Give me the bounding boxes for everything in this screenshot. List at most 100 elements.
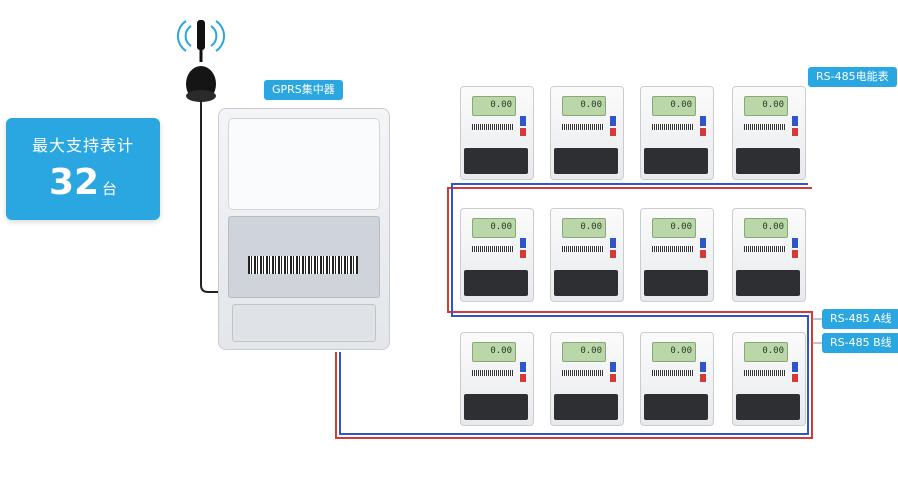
meter-terminal-block xyxy=(464,148,528,174)
meter-barcode xyxy=(562,246,604,252)
energy-meter: 0.00 xyxy=(732,86,806,180)
meter-barcode xyxy=(744,370,786,376)
meter-reading: 0.00 xyxy=(762,346,784,356)
meter-lcd xyxy=(472,96,516,116)
meter-barcode xyxy=(744,246,786,252)
meter-blue-tag xyxy=(792,238,798,248)
meter-lcd xyxy=(744,218,788,238)
meter-blue-tag xyxy=(700,238,706,248)
meter-terminal-block xyxy=(464,270,528,296)
meter-blue-tag xyxy=(792,362,798,372)
meter-red-tag xyxy=(700,250,706,258)
energy-meter: 0.00 xyxy=(460,208,534,302)
meter-red-tag xyxy=(792,250,798,258)
meter-barcode xyxy=(472,246,514,252)
meter-terminal-block xyxy=(464,394,528,420)
concentrator-terminal-block xyxy=(232,304,376,342)
meter-red-tag xyxy=(610,250,616,258)
meter-barcode xyxy=(562,370,604,376)
meter-reading: 0.00 xyxy=(762,222,784,232)
meter-reading: 0.00 xyxy=(670,346,692,356)
meter-reading: 0.00 xyxy=(490,222,512,232)
meter-reading: 0.00 xyxy=(490,100,512,110)
meter-terminal-block xyxy=(644,270,708,296)
meter-terminal-block xyxy=(736,270,800,296)
meter-blue-tag xyxy=(792,116,798,126)
energy-meter: 0.00 xyxy=(640,86,714,180)
concentrator-indicator-panel xyxy=(228,118,380,210)
meter-blue-tag xyxy=(700,116,706,126)
meter-lcd xyxy=(652,218,696,238)
gprs-concentrator-device xyxy=(218,108,390,350)
meter-barcode xyxy=(744,124,786,130)
meter-lcd xyxy=(472,342,516,362)
meter-lcd xyxy=(652,96,696,116)
meter-lcd xyxy=(562,342,606,362)
gprs-concentrator-label: GPRS集中器 xyxy=(264,80,343,100)
meter-reading: 0.00 xyxy=(490,346,512,356)
rs485-a-wire-label: RS-485 A线 xyxy=(822,309,898,329)
meter-lcd xyxy=(472,218,516,238)
meter-reading: 0.00 xyxy=(670,100,692,110)
meter-terminal-block xyxy=(644,394,708,420)
meter-terminal-block xyxy=(736,394,800,420)
concentrator-barcode xyxy=(248,256,358,274)
meter-barcode xyxy=(472,124,514,130)
energy-meter: 0.00 xyxy=(550,332,624,426)
meter-reading: 0.00 xyxy=(580,100,602,110)
wire-a-path xyxy=(335,187,813,439)
meter-barcode xyxy=(652,246,694,252)
meter-lcd xyxy=(744,342,788,362)
meter-red-tag xyxy=(700,374,706,382)
energy-meter: 0.00 xyxy=(732,332,806,426)
energy-meter: 0.00 xyxy=(640,332,714,426)
meter-blue-tag xyxy=(520,362,526,372)
rs485-b-wire-label: RS-485 B线 xyxy=(822,333,898,353)
meter-blue-tag xyxy=(610,116,616,126)
meter-red-tag xyxy=(520,374,526,382)
meter-red-tag xyxy=(520,250,526,258)
meter-reading: 0.00 xyxy=(670,222,692,232)
energy-meter: 0.00 xyxy=(550,208,624,302)
energy-meter: 0.00 xyxy=(732,208,806,302)
meter-reading: 0.00 xyxy=(580,222,602,232)
energy-meter: 0.00 xyxy=(460,332,534,426)
meter-blue-tag xyxy=(700,362,706,372)
meter-barcode xyxy=(652,124,694,130)
meter-red-tag xyxy=(792,128,798,136)
rs485-meter-label: RS-485电能表 xyxy=(808,67,897,87)
meter-red-tag xyxy=(792,374,798,382)
support-count-number: 32 xyxy=(48,162,100,203)
support-count-unit: 台 xyxy=(102,180,118,198)
meter-terminal-block xyxy=(554,148,618,174)
meter-reading: 0.00 xyxy=(580,346,602,356)
meter-red-tag xyxy=(700,128,706,136)
meter-blue-tag xyxy=(520,116,526,126)
meter-blue-tag xyxy=(610,362,616,372)
meter-red-tag xyxy=(610,128,616,136)
energy-meter: 0.00 xyxy=(550,86,624,180)
meter-lcd xyxy=(562,218,606,238)
meter-blue-tag xyxy=(610,238,616,248)
meter-lcd xyxy=(652,342,696,362)
meter-red-tag xyxy=(610,374,616,382)
meter-lcd xyxy=(744,96,788,116)
meter-terminal-block xyxy=(554,270,618,296)
antenna-icon xyxy=(177,20,226,293)
meter-terminal-block xyxy=(736,148,800,174)
meter-blue-tag xyxy=(520,238,526,248)
meter-barcode xyxy=(562,124,604,130)
support-title: 最大支持表计 xyxy=(31,136,134,155)
meter-terminal-block xyxy=(554,394,618,420)
wire-b-path xyxy=(339,183,809,435)
meter-barcode xyxy=(652,370,694,376)
meter-red-tag xyxy=(520,128,526,136)
energy-meter: 0.00 xyxy=(640,208,714,302)
energy-meter: 0.00 xyxy=(460,86,534,180)
meter-reading: 0.00 xyxy=(762,100,784,110)
meter-barcode xyxy=(472,370,514,376)
